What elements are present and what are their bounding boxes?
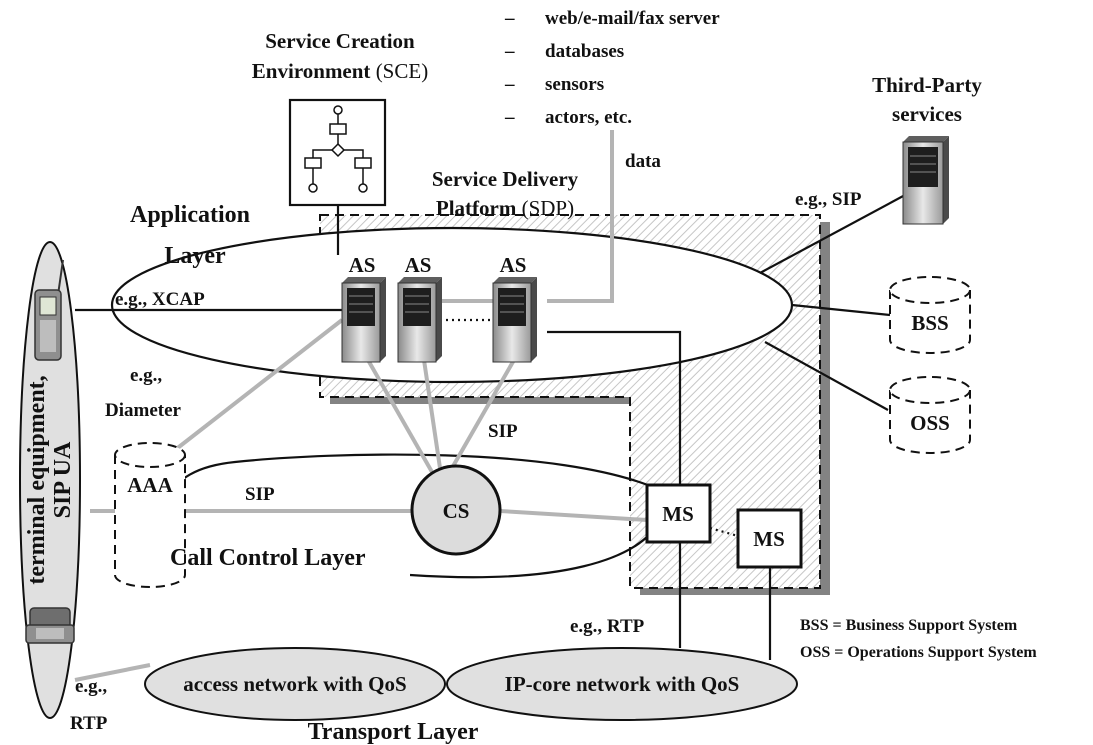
bss-label: BSS [911,311,948,335]
bss-database-cylinder [889,276,971,354]
cs-call-server-circle [410,464,502,556]
mobile-phone-icon [34,259,64,361]
as-server-icon [492,277,537,363]
rtp-ms-protocol-label: e.g., RTP [570,616,645,637]
transport-layer-label: Transport Layer [308,719,479,745]
data-label: data [625,151,661,172]
gray-connections [74,130,648,682]
list-bullet: – [504,41,515,62]
black-connections [75,194,906,660]
access-network-ellipse [144,647,446,721]
diameter-protocol-label-line1: e.g., [130,365,162,386]
list-item: web/e-mail/fax server [545,8,720,29]
sce-title-line1: Service Creation [265,29,415,53]
oss-database-cylinder [889,376,971,454]
as-server-icon [397,277,442,363]
sdp-label-line1: Service Delivery [432,167,579,191]
legend-oss: OSS = Operations Support System [800,644,1037,661]
external-sources-list: – web/e-mail/fax server – databases – se… [504,8,720,128]
as-server-icon [341,277,386,363]
list-item: sensors [545,74,604,95]
cs-label: CS [443,499,470,523]
aaa-database-cylinder [114,442,186,588]
third-party-label-line2: services [892,102,962,126]
third-party-label-line1: Third-Party [872,73,982,97]
as-label: AS [500,253,527,277]
sdp-label-line2: Platform (SDP) [436,196,574,220]
sce-title-main: Environment [252,59,371,83]
xcap-protocol-label: e.g., XCAP [115,289,205,310]
ms-media-server-box-2 [736,508,803,569]
rtp-terminal-protocol-label-line1: e.g., [75,676,107,697]
application-layer-label-line1: Application [130,202,250,228]
list-bullet: – [504,74,515,95]
sce-flowchart-box [288,98,387,207]
sdp-label-abbrev: (SDP) [522,196,575,220]
legend-bss: BSS = Business Support System [800,617,1018,634]
as-label: AS [405,253,432,277]
terminal-equipment-oval [19,241,81,719]
desk-phone-icon [25,607,75,644]
sce-title-line2: Environment (SCE) [252,59,428,83]
oss-label: OSS [910,411,950,435]
terminal-label-line1: terminal equipment, [24,375,50,584]
ip-core-network-ellipse [446,647,798,721]
ms-label: MS [753,527,785,551]
list-item: databases [545,41,624,62]
sce-title-abbrev: (SCE) [376,59,429,83]
access-network-label: access network with QoS [183,672,406,696]
call-control-layer-label: Call Control Layer [170,545,366,571]
list-bullet: – [504,107,515,128]
ip-core-network-label: IP-core network with QoS [505,672,740,696]
list-item: actors, etc. [545,107,632,128]
terminal-label-line2: SIP UA [50,441,76,518]
third-party-protocol-label: e.g., SIP [795,189,862,210]
ms-media-server-box-1 [645,483,712,544]
sip-cc-protocol-label: SIP [245,484,275,505]
ms-label: MS [662,502,694,526]
aaa-label: AAA [127,473,173,497]
rtp-terminal-protocol-label-line2: RTP [70,713,108,734]
list-bullet: – [504,8,515,29]
sip-as-protocol-label: SIP [488,421,518,442]
third-party-server-icon [902,136,949,225]
application-layer-label-line2: Layer [164,243,226,269]
diameter-protocol-label-line2: Diameter [105,400,182,421]
sdp-label-main: Platform [436,196,517,220]
as-label: AS [349,253,376,277]
